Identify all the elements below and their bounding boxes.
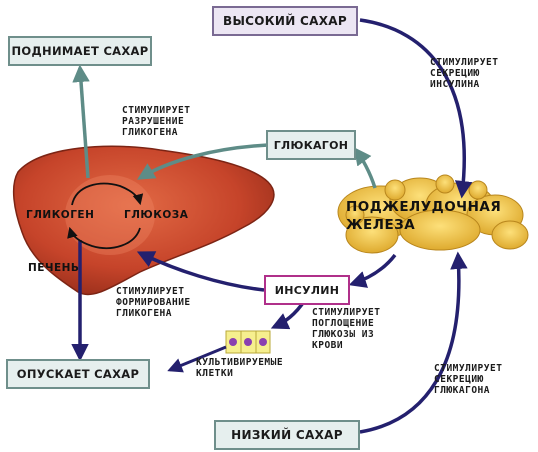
cultured-cells-label: КУЛЬТИВИРУЕМЫЕ КЛЕТКИ <box>196 357 284 379</box>
arrow-high-sugar-to-pancreas <box>359 18 473 199</box>
arrow-glucagon-to-liver <box>136 143 269 180</box>
low-sugar-label: НИЗКИЙ САХАР <box>231 428 343 442</box>
cultured-cells-icon <box>225 330 271 354</box>
stim-insulin-secretion-label: СТИМУЛИРУЕТ СЕКРЕЦИЮ ИНСУЛИНА <box>430 57 499 90</box>
arrow-cells-to-lowers-sugar <box>167 345 227 373</box>
high-sugar-label: ВЫСОКИЙ САХАР <box>223 14 347 28</box>
glycogen-label: ГЛИКОГЕН <box>26 209 95 221</box>
insulin-label: ИНСУЛИН <box>274 283 340 297</box>
low-sugar-box: НИЗКИЙ САХАР <box>214 420 360 450</box>
glucose-label: ГЛЮКОЗА <box>124 209 189 221</box>
pancreas-label: ПОДЖЕЛУДОЧНАЯ ЖЕЛЕЗА <box>346 199 502 233</box>
stim-glycogen-formation-label: СТИМУЛИРУЕТ ФОРМИРОВАНИЕ ГЛИКОГЕНА <box>116 286 191 319</box>
insulin-box: ИНСУЛИН <box>264 275 350 305</box>
arrow-liver-to-raises-sugar <box>72 64 90 179</box>
lowers-sugar-label: ОПУСКАЕТ САХАР <box>16 367 140 381</box>
stim-glycogen-breakdown-label: СТИМУЛИРУЕТ РАЗРУШЕНИЕ ГЛИКОГЕНА <box>122 105 191 138</box>
raises-sugar-box: ПОДНИМАЕТ САХАР <box>8 36 152 66</box>
glucagon-box: ГЛЮКАГОН <box>266 130 356 160</box>
glycogen-glucose-cycle <box>67 182 144 250</box>
glucagon-label: ГЛЮКАГОН <box>273 138 349 152</box>
raises-sugar-label: ПОДНИМАЕТ САХАР <box>11 44 149 58</box>
liver-label: ПЕЧЕНЬ <box>28 262 80 274</box>
arrow-insulin-to-liver <box>136 251 265 292</box>
arrow-low-sugar-to-pancreas <box>359 251 468 434</box>
arrow-pancreas-to-insulin <box>348 253 397 288</box>
stim-glucagon-secretion-label: СТИМУЛИРУЕТ СЕКРЕЦИЮ ГЛЮКАГОНА <box>434 363 503 396</box>
arrow-pancreas-to-glucagon <box>353 147 377 189</box>
lowers-sugar-box: ОПУСКАЕТ САХАР <box>6 359 150 389</box>
stim-glucose-uptake-label: СТИМУЛИРУЕТ ПОГЛОЩЕНИЕ ГЛЮКОЗЫ ИЗ КРОВИ <box>312 307 381 351</box>
high-sugar-box: ВЫСОКИЙ САХАР <box>212 6 358 36</box>
